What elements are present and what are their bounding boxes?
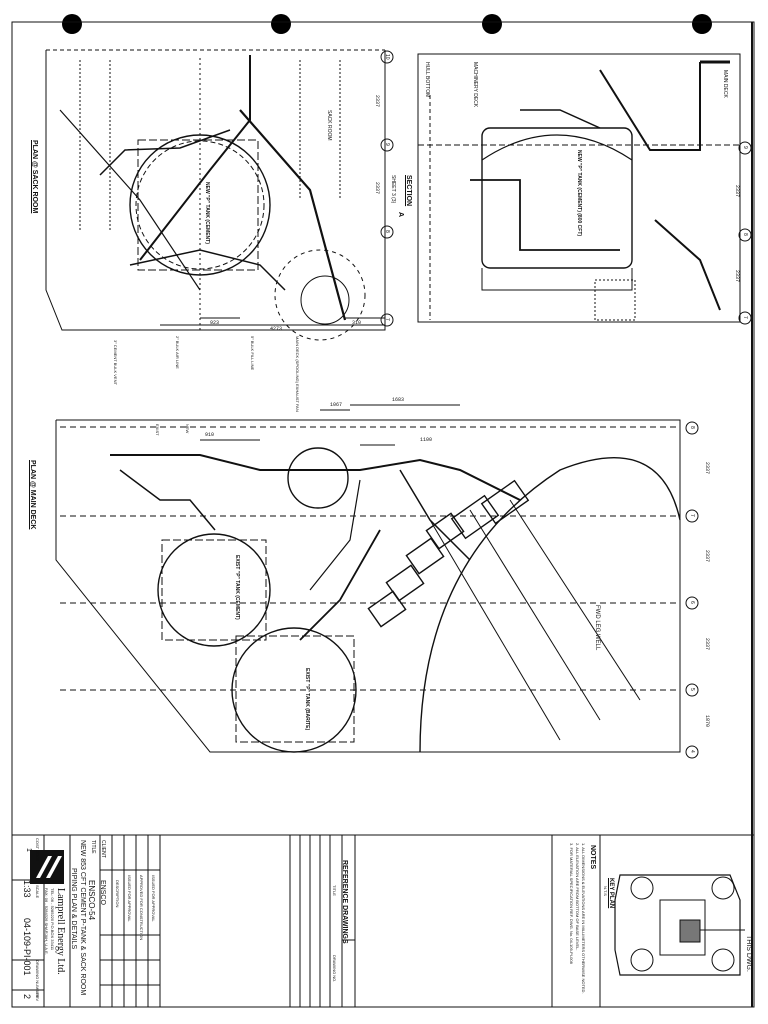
title-block-frame	[12, 834, 754, 1007]
main-deck-label: MAIN DECK	[722, 70, 728, 98]
exist-p-tank-bar-label: EXIST "P" TANK (BARITE)	[304, 668, 310, 731]
section-mark: A	[397, 212, 404, 218]
dim-spacing: 2337	[734, 270, 740, 283]
new-p-tank-label: NEW "P" TANK (CEMENT)	[204, 182, 210, 244]
dim-spacing: 2337	[704, 550, 710, 563]
punch-hole	[692, 14, 712, 34]
reference-number-col: DRAWING NO.	[332, 955, 337, 983]
dim-4273: 4273	[270, 326, 283, 332]
client-label: CLIENT	[100, 840, 106, 858]
key-plan-heading: KEY PLAN	[608, 878, 614, 909]
drawing-number-label: DRAWING NUMBER	[35, 960, 40, 998]
sheet-border	[11, 21, 755, 1008]
dim-spacing: 2337	[734, 185, 740, 198]
dim-310: 310	[352, 320, 362, 326]
notes-heading: NOTES	[589, 845, 596, 870]
machinery-deck-label: MACHINERY DECK	[472, 62, 478, 108]
fill-line-label: 5" BULK FILL LINE	[250, 336, 255, 371]
rev-row: ISSUED FOR APPROVAL	[151, 875, 156, 922]
dim-1870: 1870	[704, 715, 710, 728]
frame-number: 10	[384, 54, 390, 60]
frame-number: 6	[689, 601, 695, 604]
new-p-tank-800-label: NEW "P" TANK (CEMENT) (800 CFT)	[576, 150, 582, 237]
frame-number: 7	[742, 316, 748, 319]
rev-value: 2	[22, 994, 32, 1000]
plan-main-deck-view	[55, 404, 699, 759]
section-title: SECTION	[405, 175, 412, 207]
sack-room-label: SACK ROOM	[326, 110, 332, 141]
fwd-leg-well-label: FWD LEG WELL	[594, 605, 600, 651]
this-dwg-label: THIS DWG.	[745, 935, 752, 972]
title-line-2: PIPING PLAN & DETAILS	[70, 868, 77, 950]
note-item: 1. ALL DIMENSIONS & ELEVATIONS ARE IN MI…	[581, 843, 586, 994]
drawing-number: 04-109-PI-001	[22, 918, 32, 976]
punch-hole	[62, 14, 82, 34]
plan-main-deck-title: PLAN @ MAIN DECK	[29, 460, 36, 530]
frame-number: 7	[384, 318, 390, 321]
frame-number: 5	[689, 688, 695, 691]
frame-number: 7	[689, 514, 695, 517]
company-address-2: FAX: 06 - 5284326 SHARJAH, U.A.E.	[44, 888, 49, 955]
sheet-number: 1	[25, 848, 32, 852]
frame-number: 8	[742, 233, 748, 236]
punch-hole	[271, 14, 291, 34]
frame-number: 8	[689, 426, 695, 429]
punch-hole	[482, 14, 502, 34]
hull-bottom-label: HULL BOTTOM	[424, 62, 430, 98]
new-label: NEW	[185, 424, 190, 434]
lamprell-logo	[30, 850, 64, 884]
dim-1067: 1067	[330, 402, 343, 408]
dim-923: 923	[210, 320, 220, 326]
company-address-1: TEL: 06 - 5285220 P.O.BOX 33411	[50, 888, 55, 951]
title-label: TITLE	[90, 840, 96, 854]
reference-heading: REFERENCE DRAWINGS	[341, 860, 348, 944]
company-name: Lamprell Energy Ltd.	[55, 888, 66, 975]
dim-spacing: 2337	[704, 462, 710, 475]
frame-number: 4	[689, 750, 695, 753]
cost-code-label: COST CODE	[35, 838, 40, 862]
scale-value: 1:33	[22, 880, 32, 898]
rev-label: REV	[35, 993, 40, 1002]
rev-row: APPROVED FOR CONSTRUCTION	[139, 875, 144, 941]
note-item: 2. ALL ELEVATION ARE FROM BOTTOM OF BASE…	[575, 843, 580, 951]
dim-1100: 1100	[420, 437, 433, 443]
frame-number: 9	[742, 146, 748, 149]
dim-910: 910	[205, 432, 215, 438]
key-plan-drawing	[614, 874, 745, 976]
vent-note-label: 3" CEMENT BULK VENT	[113, 340, 118, 385]
plan-sack-room-title: PLAN @ SACK ROOM	[31, 140, 38, 214]
rev-row: ISSUED FOR APPROVAL	[127, 875, 132, 922]
plan-sack-room-view	[45, 49, 394, 341]
section-ref: SHEET 3 (3)	[390, 175, 396, 204]
note-item: 3. FOR MATERIAL SPECIFICATION REF. DWG. …	[569, 843, 574, 964]
project-name: ENSCO-54	[87, 880, 96, 921]
dim-spacing: 2337	[704, 638, 710, 651]
air-line-label: 2" BULK AIR LINE	[175, 336, 180, 369]
exhaust-fan-label: MAIN DECK (SPOOLING) EXHAUST FAN	[295, 336, 300, 412]
dim-spacing: 2337	[374, 95, 380, 108]
dim-1683: 1683	[392, 397, 405, 403]
exist-p-tank-cement-label: EXIST "P" TANK (CEMENT)	[234, 555, 240, 620]
title-line-1: NEW 853 CFT CEMENT P-TANK & SACK ROOM	[79, 840, 86, 996]
client-name: ENSCO	[99, 880, 106, 905]
exist-label: EXIST	[155, 424, 160, 436]
scale-label: SCALE	[35, 885, 40, 899]
section-a-view	[417, 53, 752, 325]
dim-spacing: 2337	[374, 182, 380, 195]
frame-number: 8	[384, 230, 390, 233]
rev-header: DESCRIPTION	[115, 880, 120, 908]
key-plan-scale: N.T.S	[603, 886, 608, 896]
reference-title-col: TITLE	[332, 885, 337, 896]
frame-number: 9	[384, 143, 390, 146]
